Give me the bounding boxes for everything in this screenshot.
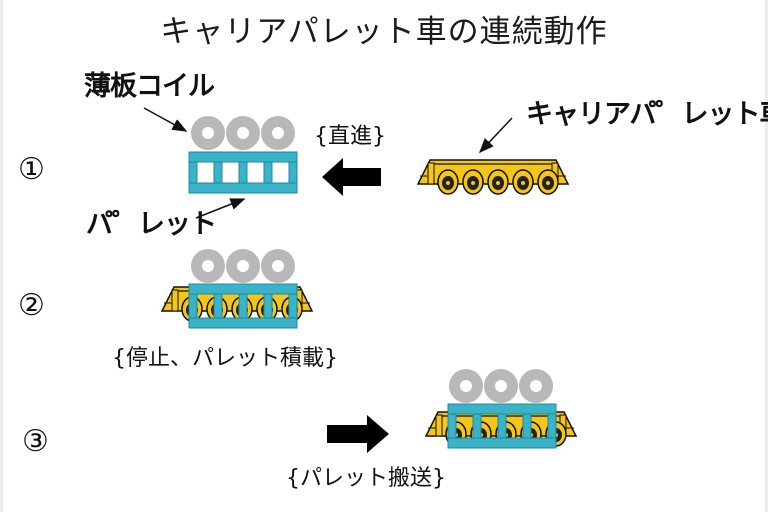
pallet-top-rail bbox=[188, 283, 298, 295]
left-border bbox=[0, 0, 3, 512]
stage-2-coils bbox=[191, 249, 295, 283]
pallet-post bbox=[188, 293, 198, 319]
stage-3-pallet bbox=[447, 403, 557, 449]
stage-2-pallet bbox=[188, 283, 298, 329]
pallet-post bbox=[447, 413, 457, 439]
coil-hole bbox=[272, 127, 284, 139]
wheel-center bbox=[546, 181, 550, 185]
pallet-post bbox=[213, 161, 223, 184]
stage-1-pallet bbox=[188, 151, 298, 194]
wheel-center bbox=[471, 181, 475, 185]
wheel-center bbox=[446, 181, 450, 185]
pallet-post bbox=[497, 413, 507, 439]
pallet-post bbox=[238, 293, 248, 319]
pallet-post bbox=[547, 413, 557, 439]
coil-hole bbox=[202, 260, 214, 272]
coil-hole bbox=[495, 380, 507, 392]
wheel-center bbox=[521, 181, 525, 185]
step-2-caption: {停止、パレット積載} bbox=[112, 346, 338, 371]
carrier-pointer bbox=[478, 117, 513, 154]
coil-hole bbox=[202, 127, 214, 139]
coil-hole bbox=[272, 260, 284, 272]
step-2-number: ② bbox=[18, 288, 45, 323]
pallet-outline bbox=[188, 151, 298, 194]
carrier-label: キャリアパ゜レット車 bbox=[526, 99, 768, 130]
cart-end-block bbox=[435, 414, 443, 437]
wheel-center bbox=[496, 181, 500, 185]
pallet-label: パ゜レット bbox=[86, 209, 217, 240]
pallet-bottom-rail bbox=[188, 182, 298, 194]
pallet-post bbox=[263, 161, 273, 184]
step-3-number: ③ bbox=[22, 424, 49, 459]
coil-hole bbox=[460, 380, 472, 392]
pallet-bottom-rail bbox=[447, 437, 557, 449]
pallet-post bbox=[263, 293, 273, 319]
coil-hole bbox=[237, 127, 249, 139]
pallet-pointer bbox=[195, 198, 246, 219]
stage-3-coils bbox=[449, 369, 553, 403]
stage-1-carrier-cart bbox=[416, 159, 570, 195]
pallet-post bbox=[472, 413, 482, 439]
pallet-top-rail bbox=[447, 403, 557, 415]
pallet-post bbox=[238, 161, 248, 184]
pallet-post bbox=[522, 413, 532, 439]
pallet-bottom-rail bbox=[188, 317, 298, 329]
move-right-arrow bbox=[327, 415, 389, 453]
pallet-top-rail bbox=[188, 151, 298, 163]
step-1-number: ① bbox=[18, 152, 45, 187]
coil-pointer bbox=[143, 107, 188, 132]
pallet-post bbox=[188, 161, 198, 184]
coil-hole bbox=[530, 380, 542, 392]
right-border bbox=[765, 0, 768, 512]
cart-end-block bbox=[427, 162, 435, 185]
pallet-post bbox=[288, 161, 298, 184]
coil-label: 薄板コイル bbox=[84, 71, 215, 102]
pallet-post bbox=[288, 293, 298, 319]
coil-hole bbox=[237, 260, 249, 272]
diagram-title: キャリアパレット車の連続動作 bbox=[160, 14, 608, 50]
pallet-post bbox=[213, 293, 223, 319]
cart-end-block bbox=[171, 289, 179, 312]
step-1-caption: {直進} bbox=[314, 124, 386, 149]
step-3-caption: {パレット搬送} bbox=[286, 466, 446, 491]
stage-1-coils bbox=[191, 116, 295, 150]
move-left-arrow bbox=[322, 158, 381, 196]
